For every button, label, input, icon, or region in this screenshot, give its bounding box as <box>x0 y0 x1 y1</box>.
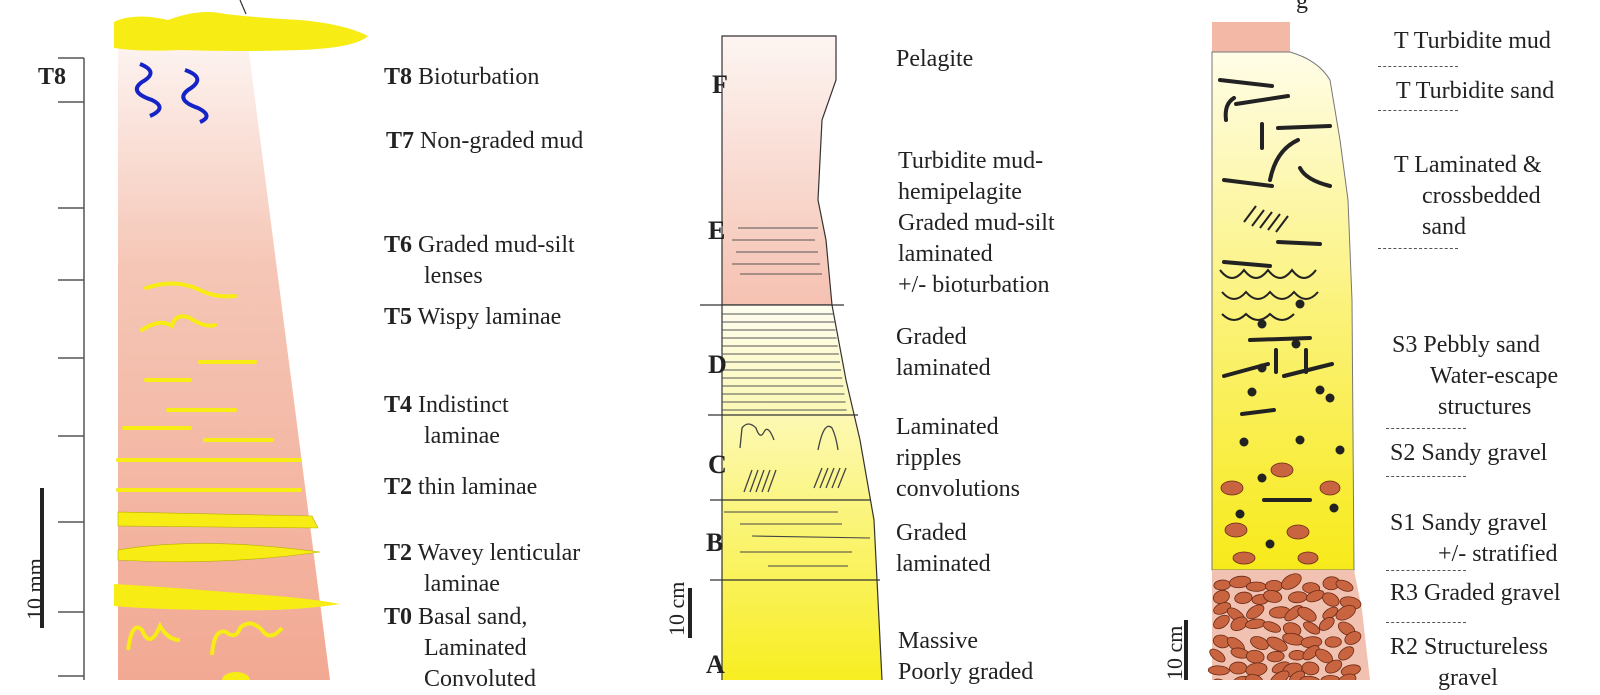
right-label-0: T Turbidite mud <box>1394 28 1551 54</box>
left-label-5: T2 thin laminae <box>384 474 538 500</box>
right-label-4: S2 Sandy gravel <box>1390 440 1548 466</box>
middle-label-0: Pelagite <box>896 46 974 72</box>
left-scale-label: 10 mm <box>22 558 47 620</box>
middle-log <box>688 35 883 680</box>
turbidite-facies-figure <box>40 0 1370 680</box>
division-letter-e: E <box>708 216 726 245</box>
division-letter-f: F <box>712 70 728 99</box>
middle-scale-label: 10 cm <box>664 581 689 636</box>
left-label-0: T8 Bioturbation <box>384 64 540 90</box>
right-label-6: R3 Graded gravel <box>1390 580 1561 606</box>
right-divider <box>1378 248 1458 249</box>
division-letter-c: C <box>708 450 727 479</box>
division-letter-a: A <box>706 650 725 679</box>
right-log <box>1184 22 1370 680</box>
right-divider <box>1386 428 1466 429</box>
right-divider <box>1378 110 1458 111</box>
left-log <box>40 0 368 680</box>
right-divider <box>1378 66 1458 67</box>
right-divider <box>1386 476 1466 477</box>
right-label-1: T Turbidite sand <box>1396 78 1555 104</box>
right-divider <box>1386 622 1466 623</box>
division-letter-b: B <box>706 528 724 557</box>
right-scale-label: 10 cm <box>1162 625 1187 680</box>
top-right-partial-text: g <box>1296 0 1308 14</box>
left-label-1: T7 Non-graded mud <box>386 128 584 154</box>
left-label-3: T5 Wispy laminae <box>384 304 562 330</box>
division-letter-d: D <box>708 350 727 379</box>
left-tick-label: T8 <box>38 64 67 90</box>
right-divider <box>1386 570 1466 571</box>
right-label-5: S1 Sandy gravel+/- stratified <box>1390 510 1558 567</box>
